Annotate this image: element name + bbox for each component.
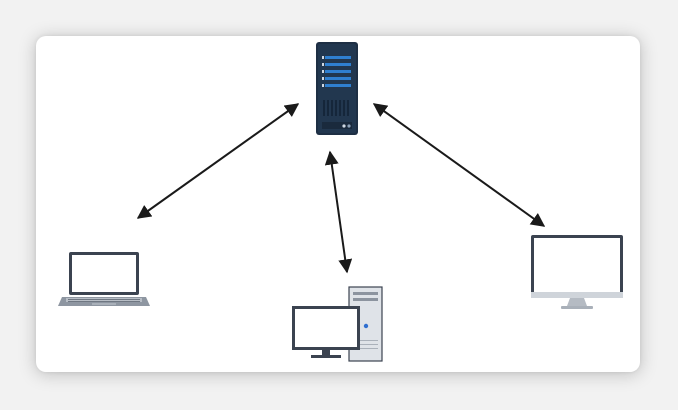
desktop-computer-icon xyxy=(292,286,383,362)
laptop-icon xyxy=(58,252,150,306)
arrow-server-laptop xyxy=(136,103,300,219)
server-rack-icon xyxy=(316,42,358,135)
arrow-server-monitor xyxy=(372,103,546,227)
monitor-icon xyxy=(531,235,623,309)
arrow-server-desktop xyxy=(324,150,353,274)
edges xyxy=(136,103,546,274)
